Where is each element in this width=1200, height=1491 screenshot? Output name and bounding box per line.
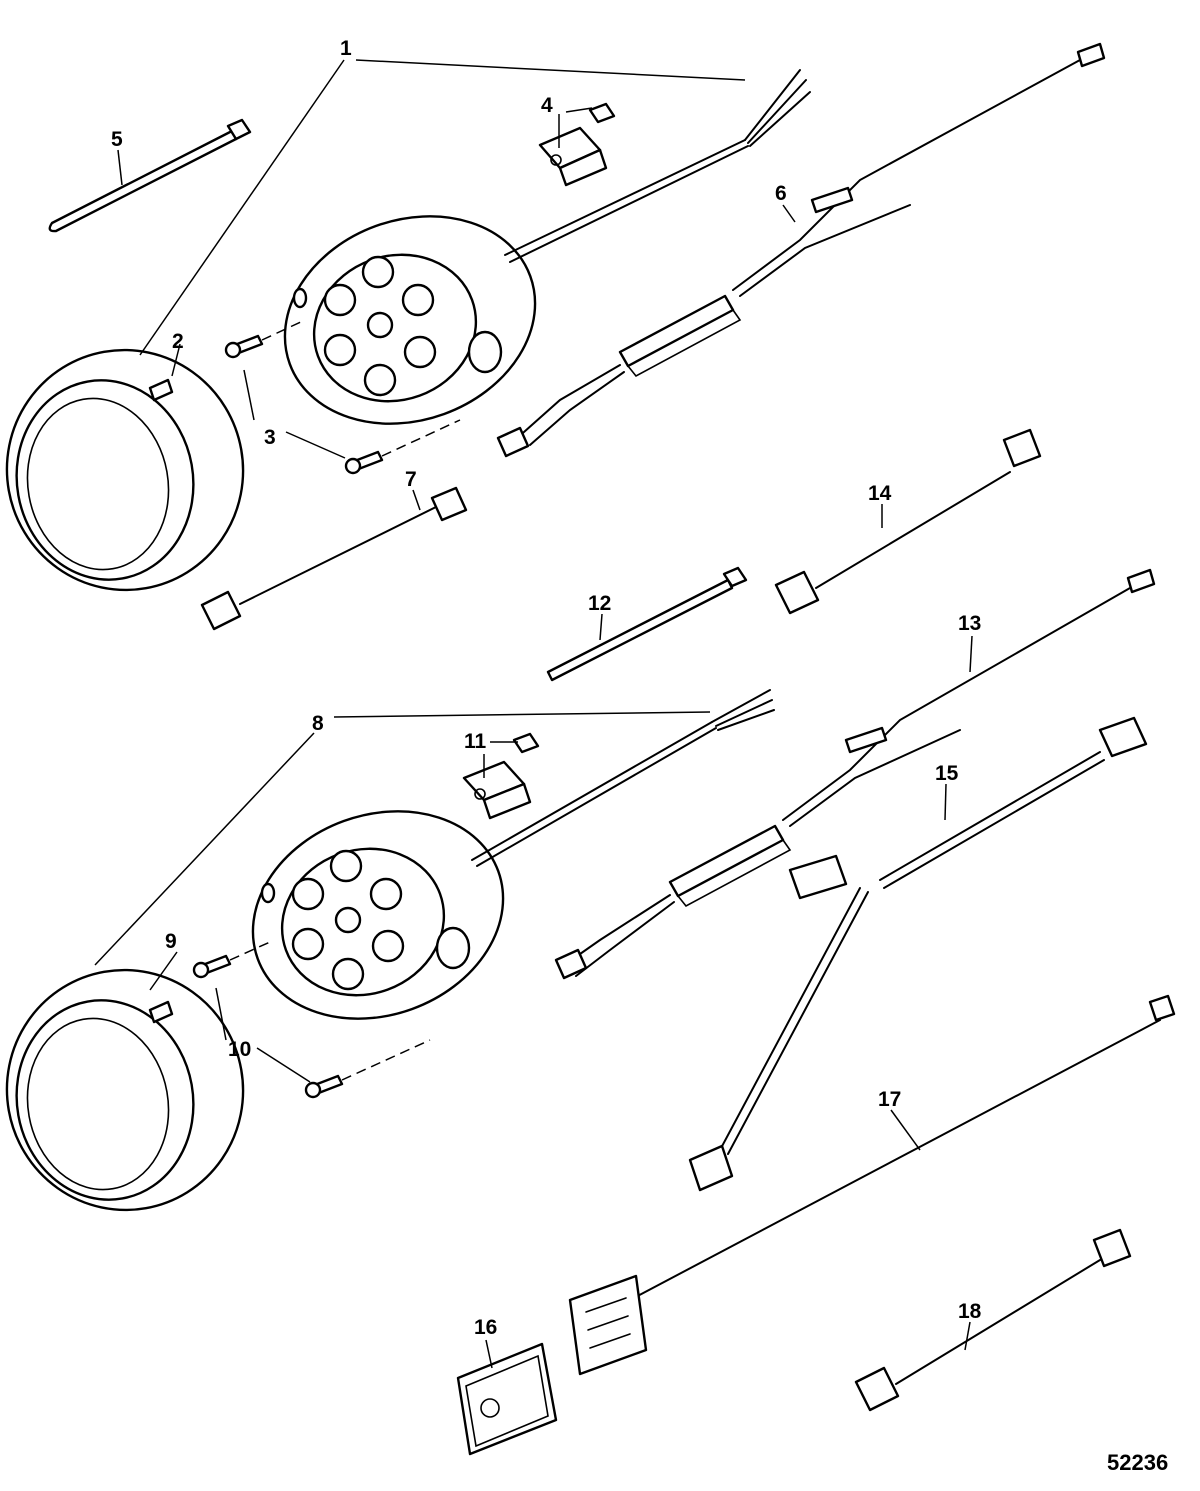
callout-10: 10 (228, 1038, 251, 1061)
driver-harness-part-6 (496, 42, 1106, 458)
screws-part-10 (192, 941, 431, 1099)
figure-number: 52236 (1107, 1450, 1168, 1475)
callout-7: 7 (405, 468, 417, 491)
lamp-housing-part-1 (283, 69, 811, 425)
callout-12: 12 (588, 592, 611, 615)
callout-16: 16 (474, 1316, 497, 1339)
wire-jumper-part-18 (854, 1228, 1132, 1412)
callout-4: 4 (541, 94, 553, 117)
wire-jumper-part-14 (774, 428, 1042, 615)
callout-labels: 1 2 3 4 5 6 7 8 9 10 11 12 13 14 15 16 1… (111, 37, 982, 1339)
cable-tie-part-5 (48, 118, 252, 233)
callout-1: 1 (340, 37, 352, 60)
bezel-ring-part-9 (5, 968, 245, 1212)
callout-18: 18 (958, 1300, 982, 1323)
wire-jumper-part-7 (200, 486, 468, 631)
callout-15: 15 (935, 762, 959, 785)
long-jumper-part-17 (629, 994, 1176, 1301)
driver-harness-part-13 (554, 568, 1156, 980)
connector-plug-part-11 (462, 732, 540, 820)
callout-5: 5 (111, 128, 123, 151)
callout-13: 13 (958, 612, 981, 635)
connector-plug-part-4 (538, 102, 616, 187)
lamp-housing-part-8 (251, 689, 775, 1020)
screws-part-3 (224, 319, 461, 475)
callout-3: 3 (264, 426, 276, 449)
callout-2: 2 (172, 330, 184, 353)
callout-14: 14 (868, 482, 892, 505)
rocker-switch-part-16 (456, 1274, 648, 1456)
y-harness-part-15 (688, 716, 1148, 1192)
callout-17: 17 (878, 1088, 901, 1111)
cable-tie-part-12 (546, 566, 748, 682)
bezel-ring-part-2 (5, 348, 245, 592)
leader-lines (94, 59, 973, 1369)
callout-8: 8 (312, 712, 324, 735)
callout-6: 6 (775, 182, 787, 205)
callout-9: 9 (165, 930, 177, 953)
callout-11: 11 (464, 730, 487, 753)
